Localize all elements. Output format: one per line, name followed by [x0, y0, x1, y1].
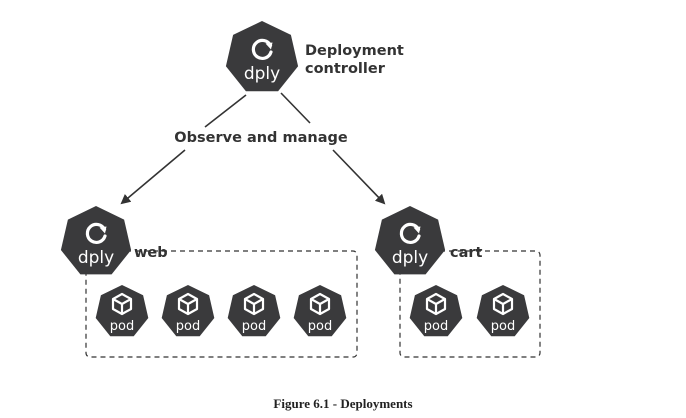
controller-label-line1: Deployment — [305, 43, 404, 59]
pod-web-4: pod — [293, 285, 347, 337]
pod-cart-2: pod — [476, 285, 530, 337]
controller-icon-label: dply — [244, 64, 280, 84]
web-heptagon — [60, 206, 132, 275]
pod-label: pod — [424, 319, 448, 334]
cart-group-box — [399, 250, 541, 358]
cart-icon-label: dply — [392, 248, 428, 268]
pod-label: pod — [110, 319, 134, 334]
pod-label: pod — [176, 319, 200, 334]
arrow-controller-to-web-top — [204, 94, 247, 128]
pod-label: pod — [308, 319, 332, 334]
pod-web-1: pod — [95, 285, 149, 337]
arrow-controller-to-web — [120, 149, 186, 205]
web-icon-label: dply — [78, 248, 114, 268]
web-label: web — [134, 245, 168, 261]
pod-label: pod — [242, 319, 266, 334]
arrow-controller-to-cart — [332, 149, 386, 205]
cart-pods: pod pod — [409, 285, 530, 337]
controller-heptagon — [225, 21, 299, 92]
edge-label: Observe and manage — [174, 130, 348, 146]
deployment-controller: dply — [225, 21, 299, 92]
controller-label-line2: controller — [305, 61, 386, 77]
connector-arrows — [120, 92, 386, 205]
figure-caption: Figure 6.1 - Deployments — [273, 396, 413, 411]
pod-web-2: pod — [161, 285, 215, 337]
cart-deployment: dply — [374, 206, 446, 275]
pod-label: pod — [491, 319, 515, 334]
cart-heptagon — [374, 206, 446, 275]
pod-cart-1: pod — [409, 285, 463, 337]
web-deployment: dply — [60, 206, 132, 275]
pod-web-3: pod — [227, 285, 281, 337]
cart-label: cart — [450, 245, 483, 261]
arrow-controller-to-cart-top — [280, 92, 311, 124]
web-pods: pod pod pod pod — [95, 285, 347, 337]
web-group-box — [85, 250, 358, 358]
